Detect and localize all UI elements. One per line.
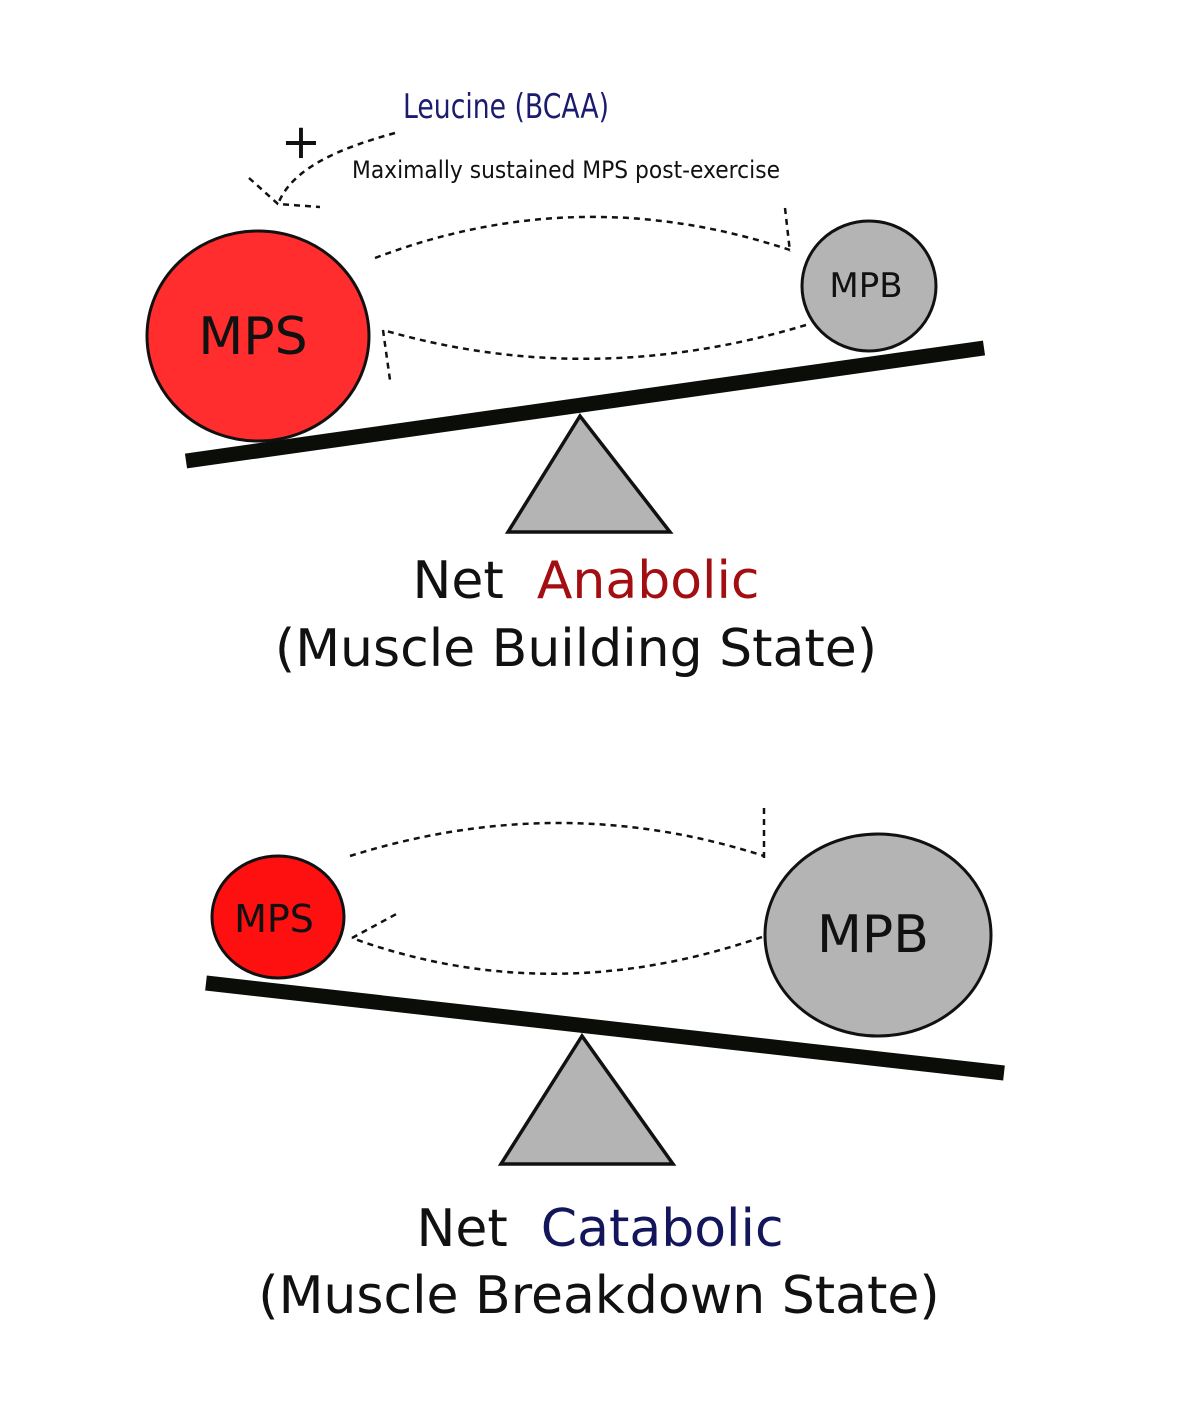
catabolic-caption: Net Catabolic xyxy=(416,1199,783,1259)
plus-sign: + xyxy=(281,114,321,170)
mps-small-circle xyxy=(210,854,346,980)
top-seesaw-beam xyxy=(184,340,986,469)
top-scale: + Leucine (BCAA) Maximally sustained MPS… xyxy=(145,87,986,679)
sustained-mps-annotation: Maximally sustained MPS post-exercise xyxy=(352,156,780,184)
mps-large-circle xyxy=(145,229,371,443)
mps-to-mpb-inhibition-arc xyxy=(374,215,791,260)
mpb-to-mps-arc xyxy=(382,323,807,361)
top-fulcrum xyxy=(504,412,674,534)
bottom-mpb-to-mps-arrowhead xyxy=(351,910,401,940)
anabolic-subtitle: (Muscle Building State) xyxy=(275,619,877,679)
mps-large-label: MPS xyxy=(198,307,307,367)
mpb-large-circle xyxy=(763,832,993,1038)
bottom-scale: MPS MPB Net Catabolic (Muscle Breakdown … xyxy=(205,808,1005,1326)
catabolic-subtitle: (Muscle Breakdown State) xyxy=(258,1266,939,1326)
bottom-seesaw-beam xyxy=(205,975,1005,1081)
mpb-to-mps-arrowhead xyxy=(381,329,392,381)
bottom-mps-to-mpb-inhibition-arc xyxy=(349,821,765,858)
mpb-large-label: MPB xyxy=(817,905,929,965)
leucine-label: Leucine (BCAA) xyxy=(403,87,609,127)
leucine-arrowhead xyxy=(248,177,321,209)
mps-small-label: MPS xyxy=(234,897,314,941)
inhibition-bar-top xyxy=(783,207,792,253)
bottom-fulcrum xyxy=(497,1032,677,1166)
mpb-small-circle xyxy=(800,219,938,353)
anabolic-caption-prefix: Net xyxy=(412,551,520,611)
bottom-mpb-to-mps-arc xyxy=(351,935,763,975)
catabolic-caption-state: Catabolic xyxy=(541,1199,784,1259)
leucine-stimulation-arrow xyxy=(276,131,396,205)
anabolic-caption: Net Anabolic xyxy=(412,551,759,611)
anabolic-caption-state: Anabolic xyxy=(537,551,760,611)
mpb-small-label: MPB xyxy=(829,266,902,306)
catabolic-caption-prefix: Net xyxy=(416,1199,524,1259)
